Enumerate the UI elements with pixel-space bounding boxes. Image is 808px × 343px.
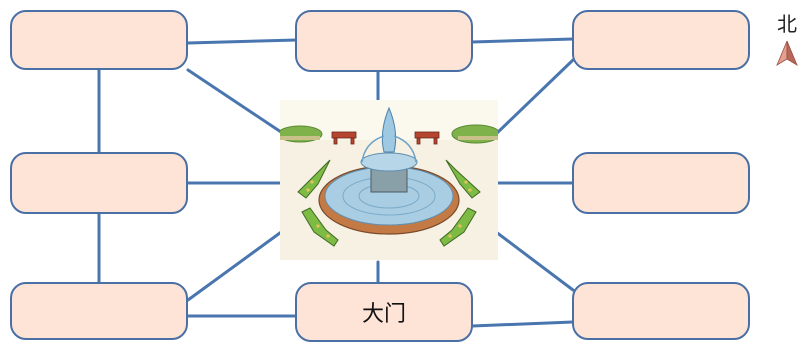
connector-bottom-middle-bottom-right xyxy=(470,320,575,328)
box-top-right xyxy=(572,10,750,70)
box-middle-left xyxy=(10,152,188,214)
flowerbed-left-upper xyxy=(297,159,331,199)
connector-top-left-top-middle xyxy=(186,38,299,45)
connector-top-left-center xyxy=(186,68,286,136)
box-bottom-middle: 大门 xyxy=(295,282,473,342)
flowerbed-right-upper xyxy=(445,159,481,199)
bench-right xyxy=(414,131,440,145)
north-label: 北 xyxy=(777,12,797,36)
connector-top-middle-top-right xyxy=(470,37,575,44)
box-bottom-left xyxy=(10,282,188,340)
box-top-middle xyxy=(295,10,473,72)
connector-bottom-left-center xyxy=(186,228,286,302)
fountain-illustration xyxy=(280,100,498,260)
north-arrow-icon xyxy=(776,40,798,66)
connector-top-right-center xyxy=(494,58,575,136)
box-top-left xyxy=(10,10,188,70)
box-middle-right xyxy=(572,152,750,214)
box-bottom-right xyxy=(572,282,750,340)
bench-left xyxy=(331,131,357,145)
connector-bottom-right-center xyxy=(494,230,575,292)
